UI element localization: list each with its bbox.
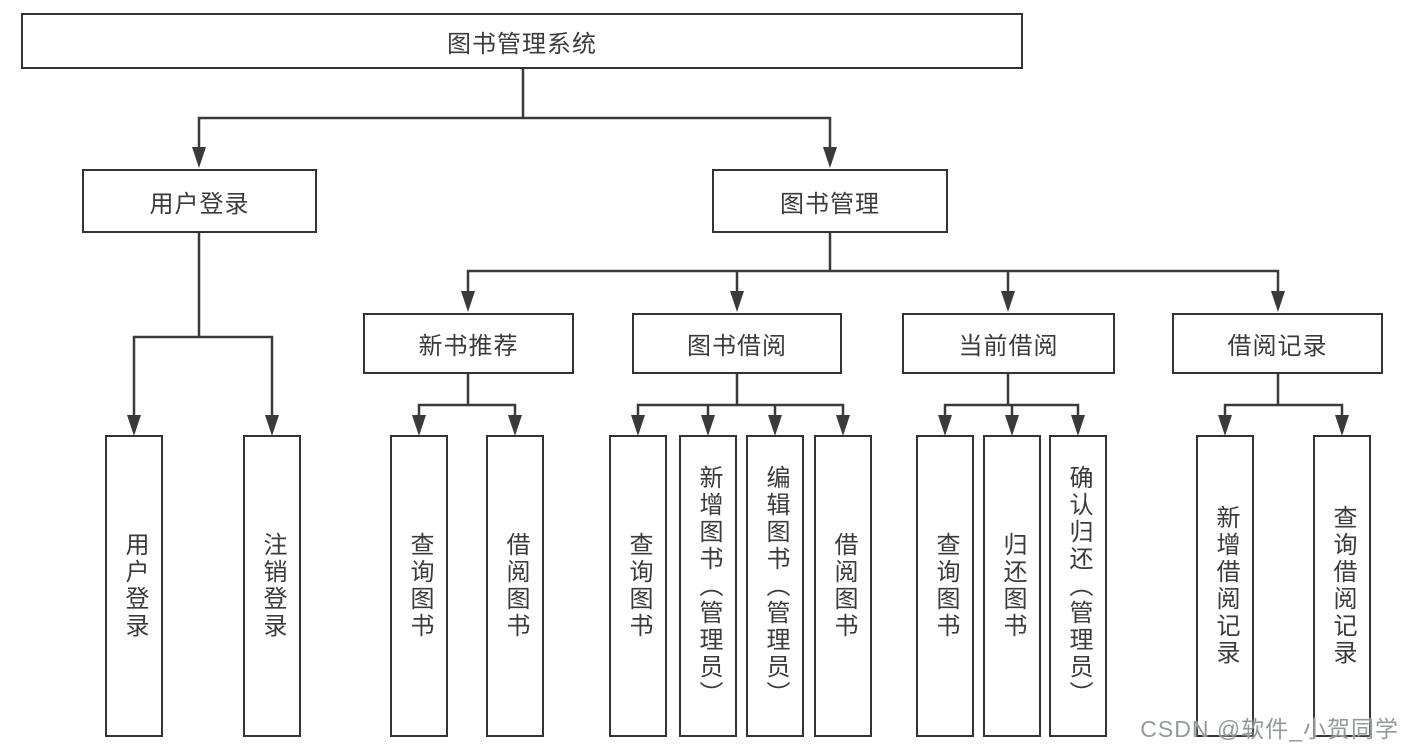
leaf-add-borrow-record-label: 新增借阅记录 bbox=[1212, 505, 1239, 667]
leaf-add-borrow-record: 新增借阅记录 bbox=[1196, 435, 1254, 737]
leaf-borrow-books-borrowing-label: 借阅图书 bbox=[830, 532, 857, 640]
node-new-book-recommend: 新书推荐 bbox=[363, 313, 574, 374]
leaf-borrow-books-borrowing: 借阅图书 bbox=[814, 435, 872, 737]
leaf-query-books-borrowing: 查询图书 bbox=[609, 435, 667, 737]
leaf-return-books-label: 归还图书 bbox=[999, 532, 1026, 640]
leaf-query-books-recommend-label: 查询图书 bbox=[406, 532, 433, 640]
node-library-system: 图书管理系统 bbox=[21, 13, 1023, 69]
leaf-add-book-admin: 新增图书（管理员） bbox=[679, 435, 737, 737]
node-user-login: 用户登录 bbox=[82, 169, 317, 233]
leaf-confirm-return-admin-label: 确认归还（管理员） bbox=[1065, 464, 1092, 708]
leaf-logout-label: 注销登录 bbox=[259, 532, 286, 640]
leaf-confirm-return-admin: 确认归还（管理员） bbox=[1049, 435, 1107, 737]
csdn-watermark: CSDN @软件_小贺同学 bbox=[1140, 716, 1399, 742]
leaf-edit-book-admin: 编辑图书（管理员） bbox=[746, 435, 804, 737]
leaf-return-books: 归还图书 bbox=[983, 435, 1041, 737]
leaf-query-books-current-label: 查询图书 bbox=[932, 532, 959, 640]
leaf-query-borrow-record: 查询借阅记录 bbox=[1313, 435, 1371, 737]
leaf-query-books-recommend: 查询图书 bbox=[390, 435, 448, 737]
leaf-user-login-label: 用户登录 bbox=[121, 532, 148, 640]
leaf-logout: 注销登录 bbox=[243, 435, 301, 737]
leaf-edit-book-admin-label: 编辑图书（管理员） bbox=[762, 464, 789, 708]
leaf-borrow-books-recommend-label: 借阅图书 bbox=[502, 532, 529, 640]
node-book-borrowing: 图书借阅 bbox=[632, 313, 842, 374]
leaf-add-book-admin-label: 新增图书（管理员） bbox=[695, 464, 722, 708]
leaf-user-login: 用户登录 bbox=[105, 435, 163, 737]
leaf-query-books-current: 查询图书 bbox=[916, 435, 974, 737]
node-book-management: 图书管理 bbox=[712, 169, 948, 233]
leaf-query-borrow-record-label: 查询借阅记录 bbox=[1329, 505, 1356, 667]
node-borrowing-records: 借阅记录 bbox=[1172, 313, 1383, 374]
node-current-borrowing: 当前借阅 bbox=[902, 313, 1115, 374]
leaf-borrow-books-recommend: 借阅图书 bbox=[486, 435, 544, 737]
leaf-query-books-borrowing-label: 查询图书 bbox=[625, 532, 652, 640]
